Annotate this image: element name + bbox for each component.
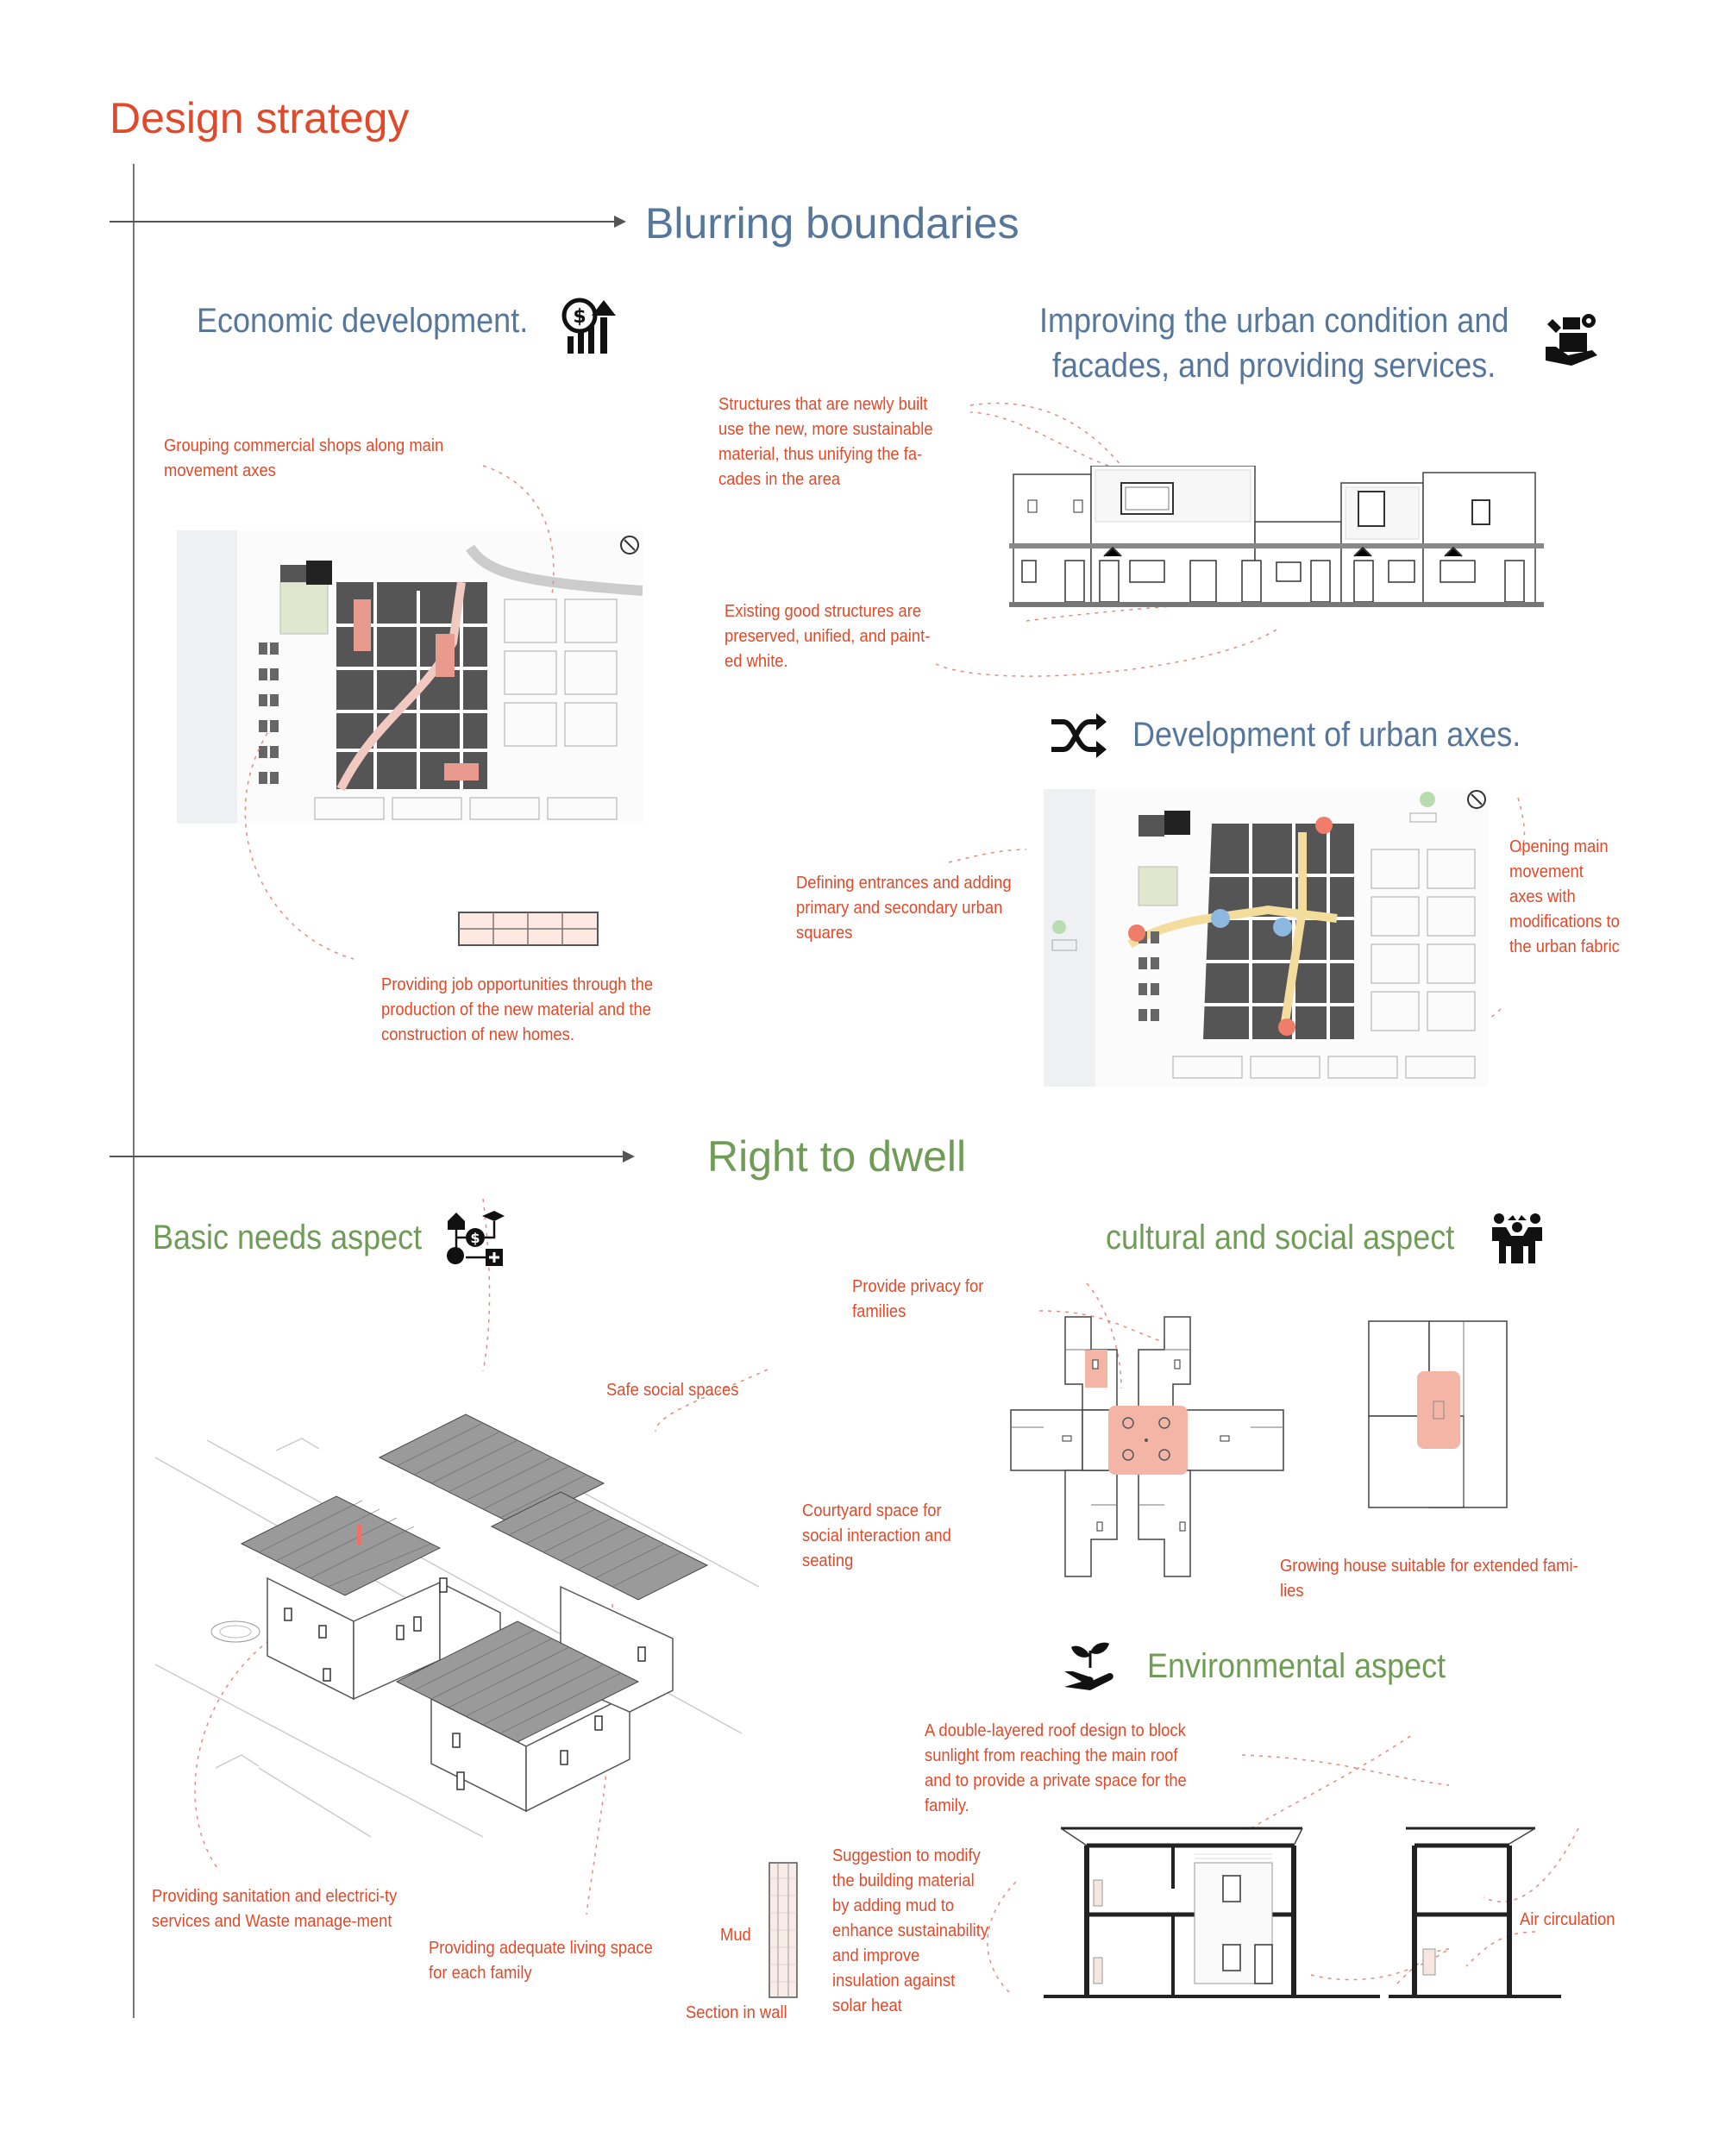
basic-needs-title: Basic needs aspect <box>153 1219 423 1257</box>
economic-title: Economic development. <box>197 302 529 340</box>
vertical-divider <box>133 164 135 2018</box>
note-courtyard: Courtyard space for social interaction a… <box>802 1501 951 1570</box>
note-entrances: Defining entrances and adding primary an… <box>796 874 1012 943</box>
growing-house-plan <box>1367 1319 1509 1509</box>
note-mud-suggestion: Suggestion to modify the building materi… <box>832 1846 989 2015</box>
wall-section-drawing <box>768 1861 799 1999</box>
note-safe-spaces: Safe social spaces <box>606 1381 739 1400</box>
shuffle-arrows-icon <box>1048 711 1108 760</box>
note-privacy: Provide privacy for families <box>852 1277 984 1321</box>
note-new-structures: Structures that are newly built use the … <box>718 395 933 489</box>
label-section-in-wall: Section in wall <box>686 2003 787 2022</box>
community-people-icon <box>1490 1212 1544 1265</box>
north-compass-icon-2 <box>1466 789 1487 810</box>
section-title-dwell: Right to dwell <box>707 1132 967 1181</box>
note-living-space: Providing adequate living space for each… <box>429 1939 653 1983</box>
site-plan-axes <box>1044 789 1488 1087</box>
section2-line <box>110 1156 627 1157</box>
hand-services-icon <box>1542 309 1603 369</box>
note-sanitation: Providing sanitation and electrici-ty se… <box>152 1887 398 1931</box>
svg-text:$: $ <box>470 1230 480 1246</box>
note-growing-house: Growing house suitable for extended fami… <box>1280 1557 1578 1601</box>
urban-title-line1: Improving the urban condition and <box>1039 302 1509 340</box>
section1-line <box>110 221 618 222</box>
hand-plant-icon <box>1063 1639 1116 1692</box>
note-grouping-shops: Grouping commercial shops along main mov… <box>164 436 444 480</box>
cluster-floor-plan <box>1009 1315 1285 1578</box>
page-title: Design strategy <box>110 94 410 142</box>
basic-needs-icon: $ <box>444 1207 505 1268</box>
building-section-drawing <box>1044 1820 1570 2005</box>
site-plan-economic <box>177 530 643 824</box>
axes-title: Development of urban axes. <box>1132 716 1521 754</box>
section-title-blurring: Blurring boundaries <box>645 199 1019 248</box>
note-job-opportunities: Providing job opportunities through the … <box>381 975 654 1044</box>
svg-text:$: $ <box>573 306 586 328</box>
cultural-title: cultural and social aspect <box>1106 1219 1455 1257</box>
note-existing-structures: Existing good structures are preserved, … <box>724 602 931 671</box>
section2-arrowhead <box>623 1150 635 1163</box>
facade-elevation-drawing <box>1009 466 1544 608</box>
material-panel-drawing <box>457 911 599 947</box>
axonometric-housing-drawing <box>155 1406 776 1854</box>
urban-title-line2: facades, and providing services. <box>1052 347 1496 385</box>
label-air-circulation: Air circulation <box>1520 1910 1615 1929</box>
north-compass-icon <box>619 535 640 555</box>
note-double-roof: A double-layered roof design to block su… <box>925 1721 1187 1815</box>
section1-arrowhead <box>614 216 626 228</box>
note-opening-axes: Opening main movement axes with modifica… <box>1509 837 1620 956</box>
label-mud: Mud <box>720 1926 751 1945</box>
money-growth-icon: $ <box>559 295 619 355</box>
environmental-title: Environmental aspect <box>1147 1647 1446 1685</box>
